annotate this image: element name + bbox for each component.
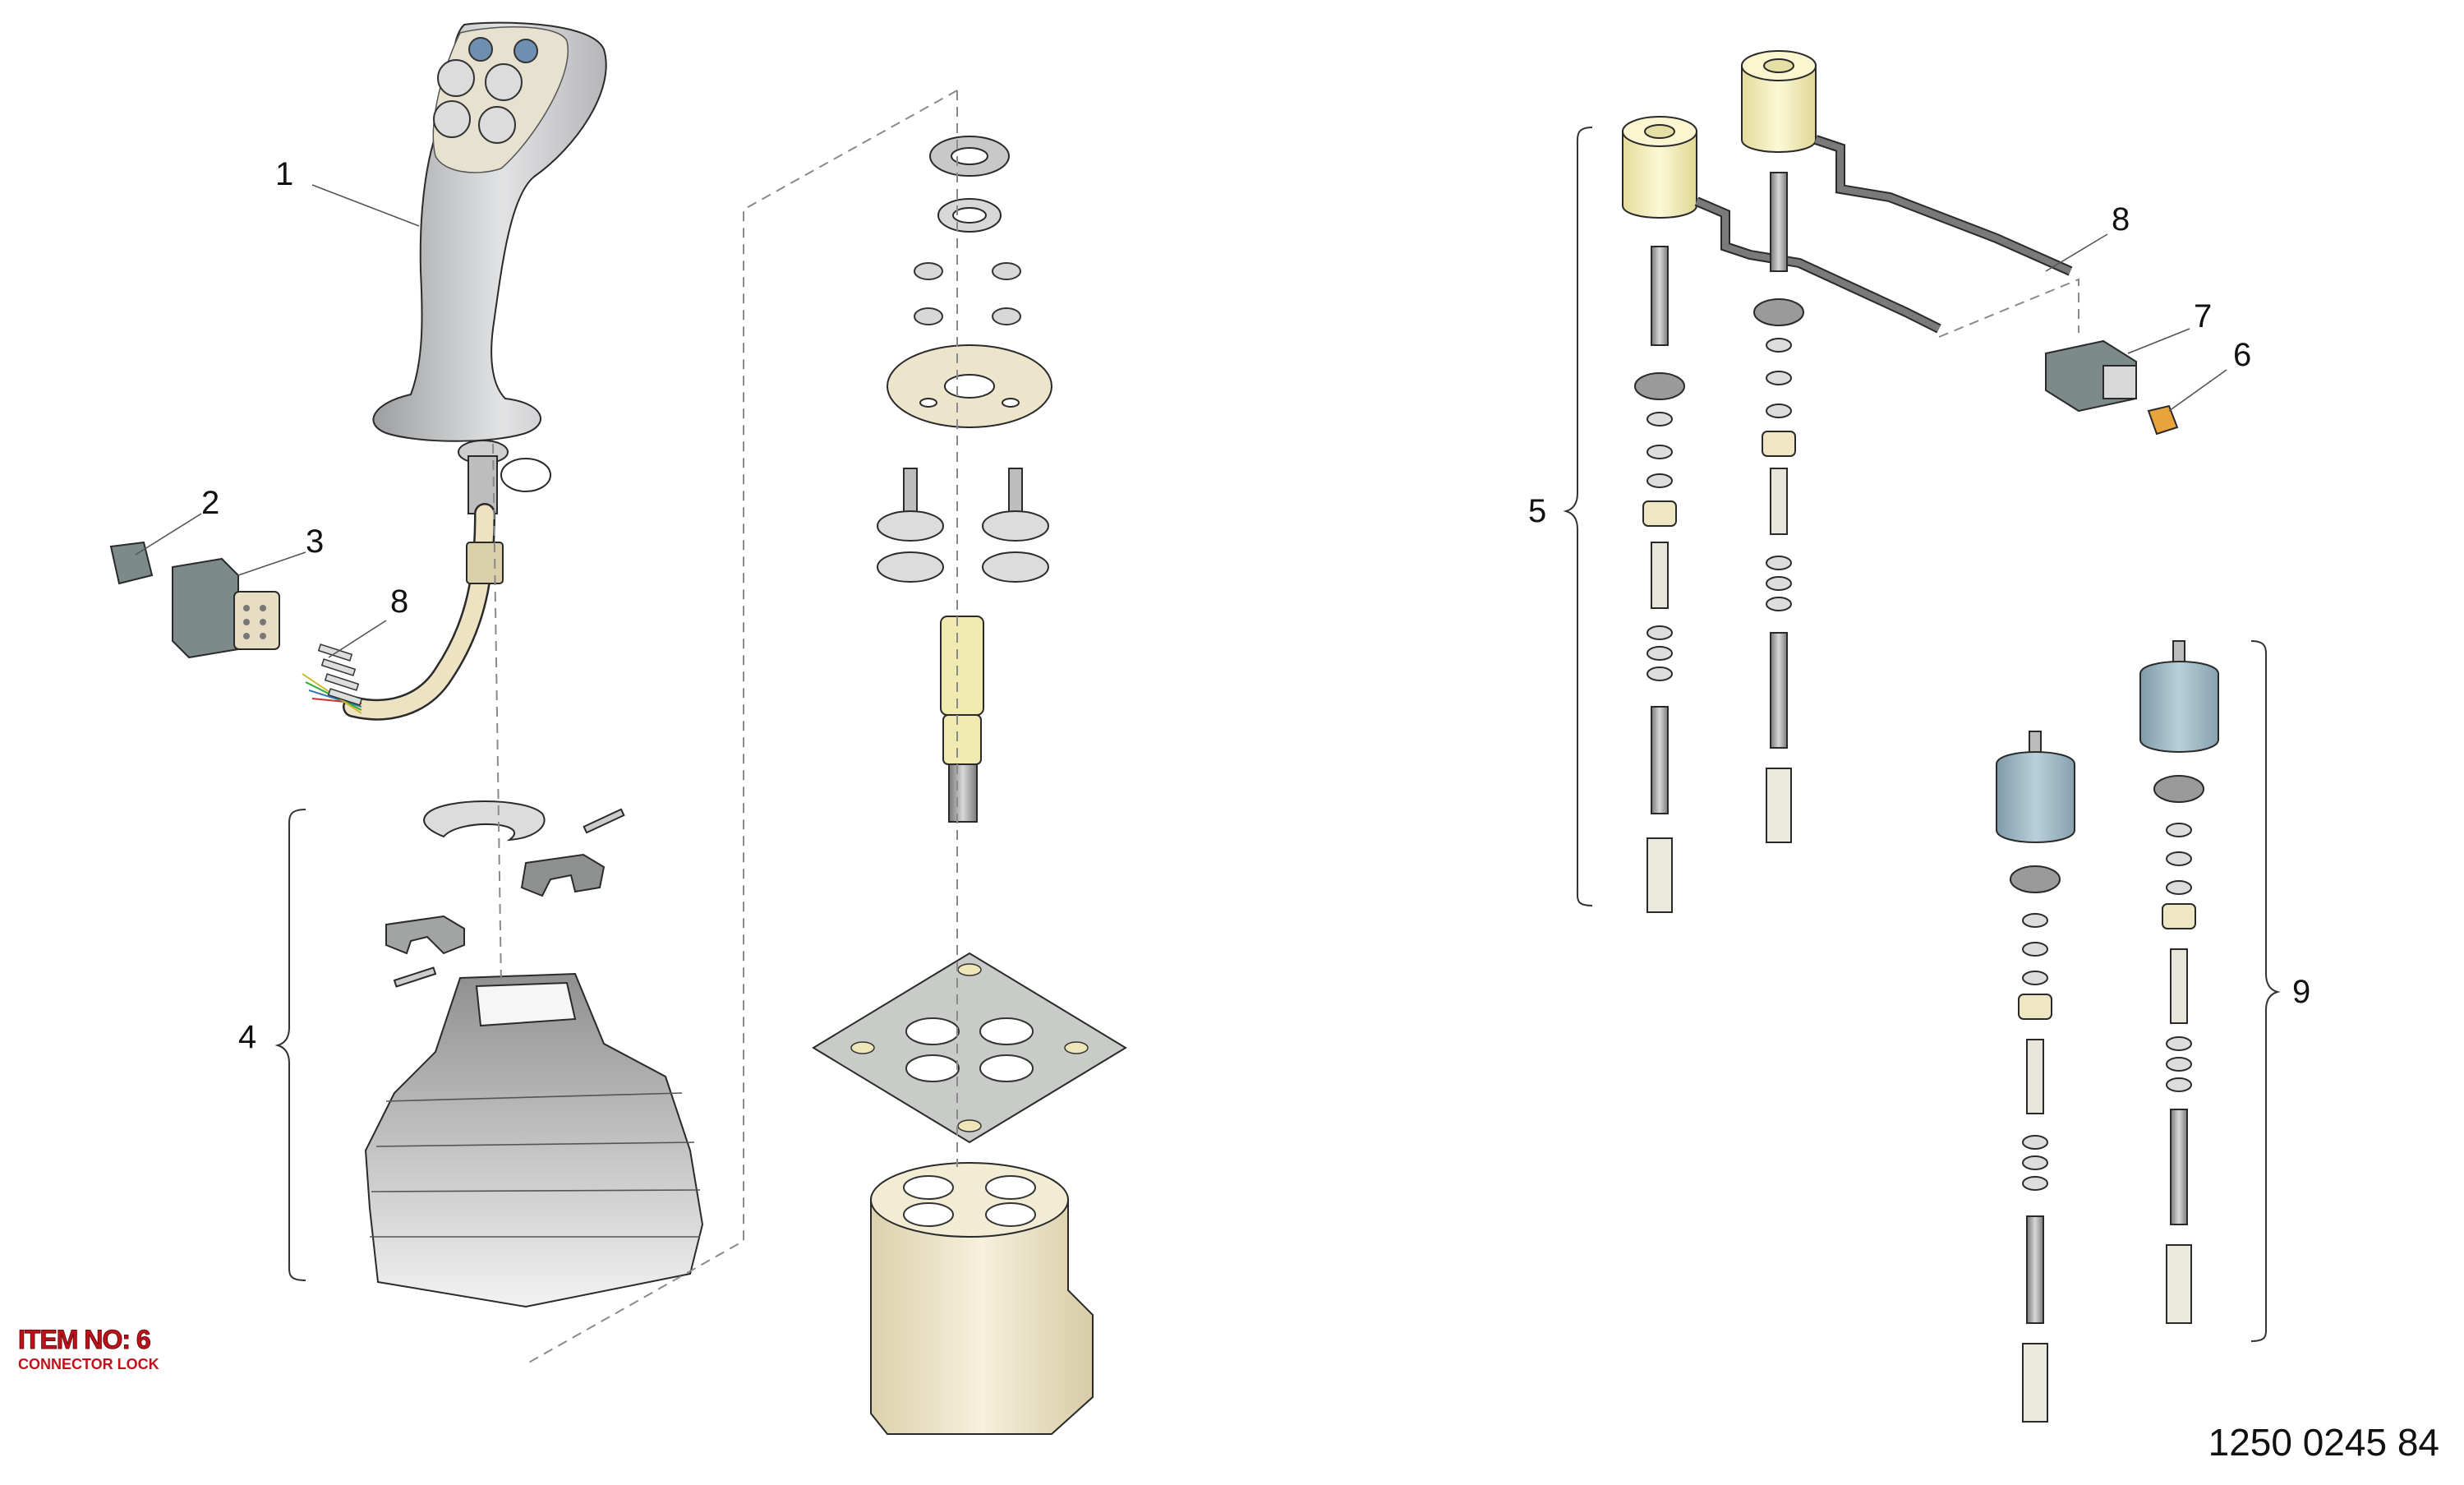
round-push-button-icon bbox=[485, 63, 523, 101]
callout-2: 2 bbox=[201, 485, 219, 521]
callout-1: 1 bbox=[275, 156, 293, 192]
item-description-label: CONNECTOR LOCK bbox=[18, 1356, 159, 1372]
callout-6: 6 bbox=[2233, 337, 2251, 373]
round-push-button-icon bbox=[514, 39, 538, 63]
callout-5: 5 bbox=[1528, 493, 1546, 529]
assembly-guide-lines bbox=[492, 90, 2079, 1365]
connector-cover bbox=[109, 541, 154, 585]
pilot-valves-set-5 bbox=[1622, 50, 2073, 913]
callout-3: 3 bbox=[306, 523, 324, 560]
round-push-button-icon bbox=[468, 37, 493, 62]
round-push-button-icon bbox=[478, 106, 516, 144]
pilot-valves-set-9 bbox=[1996, 640, 2219, 1423]
round-push-button-icon bbox=[437, 59, 475, 97]
callout-7: 7 bbox=[2194, 298, 2212, 334]
bracket-item-5 bbox=[1563, 127, 1593, 906]
center-column-parts bbox=[812, 136, 1127, 1435]
callout-4: 4 bbox=[238, 1019, 256, 1055]
callout-8-right: 8 bbox=[2112, 201, 2130, 238]
boot-assembly bbox=[364, 800, 704, 1308]
connector-lock bbox=[2147, 404, 2179, 436]
handle-buttons bbox=[433, 37, 538, 144]
bracket-item-9 bbox=[2250, 640, 2281, 1342]
round-push-button-icon bbox=[433, 100, 471, 138]
valve-connector bbox=[2045, 339, 2137, 413]
document-number: 1250 0245 84 bbox=[2208, 1421, 2439, 1464]
bracket-item-4 bbox=[274, 809, 306, 1281]
callout-9: 9 bbox=[2292, 974, 2310, 1010]
leader-lines bbox=[135, 184, 2227, 658]
joystick-connector bbox=[172, 557, 280, 659]
joystick-handle bbox=[302, 21, 607, 721]
item-number-label: ITEM NO: 6 bbox=[18, 1325, 152, 1355]
callout-8-left: 8 bbox=[390, 583, 408, 620]
